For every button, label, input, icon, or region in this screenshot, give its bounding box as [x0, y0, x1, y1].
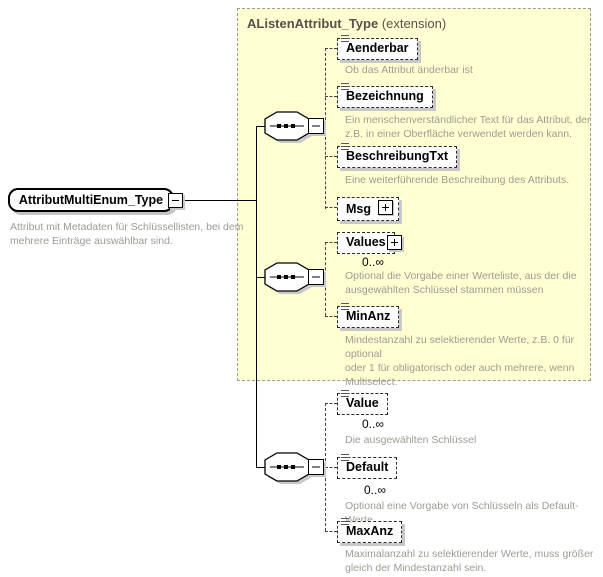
element-label: Value	[346, 396, 379, 410]
element-description: Optional die Vorgabe einer Werteliste, a…	[345, 270, 577, 296]
expand-icon[interactable]	[386, 235, 402, 250]
cardinality-label: 0..∞	[362, 255, 384, 269]
connector-line	[256, 126, 270, 127]
element-bezeichnung[interactable]: Bezeichnung	[337, 83, 433, 108]
connector-line	[256, 126, 257, 467]
element-minanz[interactable]: MinAnz	[337, 303, 400, 328]
root-description: Attribut mit Metadaten für Schlüssellist…	[10, 221, 244, 247]
element-values[interactable]: Values	[337, 232, 402, 258]
dashed-connector	[325, 467, 337, 468]
dashed-connector	[325, 156, 337, 157]
element-description: Eine weiterführende Beschreibung des Att…	[345, 174, 570, 186]
dashed-connector	[325, 207, 337, 208]
extension-label: (extension)	[381, 16, 447, 31]
connector-line	[256, 467, 270, 468]
element-maxanz[interactable]: MaxAnz	[337, 518, 403, 543]
text-content-icon	[341, 83, 349, 90]
element-description: Die ausgewählten Schlüssel	[345, 434, 477, 446]
extension-type-name: AListenAttribut_Type	[247, 16, 379, 31]
text-content-icon	[341, 303, 349, 310]
element-description: Optional eine Vorgabe von Schlüsseln als…	[345, 500, 579, 526]
text-content-icon	[341, 518, 349, 525]
collapse-icon[interactable]	[168, 193, 183, 208]
text-content-icon	[341, 143, 349, 150]
dashed-connector	[325, 316, 337, 317]
expand-icon[interactable]	[378, 200, 393, 215]
dashed-connector	[325, 96, 337, 97]
element-beschreibungtxt[interactable]: BeschreibungTxt	[337, 143, 458, 168]
element-default[interactable]: Default	[337, 454, 402, 483]
element-label: Values	[346, 235, 386, 249]
cardinality-label: 0..∞	[364, 483, 386, 497]
dashed-connector	[325, 403, 337, 404]
text-content-icon	[341, 454, 349, 461]
connector-line	[256, 277, 270, 278]
element-label: Aenderbar	[346, 41, 409, 55]
element-msg[interactable]: Msg	[337, 197, 399, 221]
collapse-icon[interactable]	[308, 459, 324, 475]
root-element[interactable]: AttributMultiEnum_Type	[8, 188, 174, 212]
root-element-label: AttributMultiEnum_Type	[18, 193, 164, 207]
element-label: Msg	[346, 202, 371, 216]
element-description: Mindestanzahl zu selektierender Werte, z…	[345, 334, 575, 388]
sequence-connector	[264, 111, 326, 143]
collapse-icon[interactable]	[308, 269, 324, 285]
sequence-connector	[264, 452, 326, 484]
element-description: Ein menschenverständlicher Text für das …	[345, 114, 591, 140]
element-value[interactable]: Value	[337, 390, 392, 419]
element-description: Ob das Attribut änderbar ist	[345, 64, 473, 76]
element-label: BeschreibungTxt	[346, 149, 449, 163]
element-label: MinAnz	[346, 309, 391, 323]
element-description: Maximalanzahl zu selektierender Werte, m…	[345, 548, 594, 574]
extension-title: AListenAttribut_Type (extension)	[247, 16, 446, 31]
dashed-connector	[325, 48, 337, 49]
sequence-connector	[264, 262, 326, 294]
element-label: Bezeichnung	[346, 89, 424, 103]
cardinality-label: 0..∞	[362, 417, 384, 431]
element-label: Default	[346, 460, 389, 474]
text-content-icon	[341, 390, 349, 397]
element-label: MaxAnz	[346, 524, 394, 538]
extension-box: AListenAttribut_Type (extension)	[237, 8, 591, 381]
collapse-icon[interactable]	[308, 118, 324, 134]
element-aenderbar[interactable]: Aenderbar	[337, 35, 418, 60]
dashed-connector	[325, 531, 337, 532]
connector-line	[184, 200, 256, 201]
text-content-icon	[341, 35, 349, 42]
dashed-connector	[325, 242, 337, 243]
